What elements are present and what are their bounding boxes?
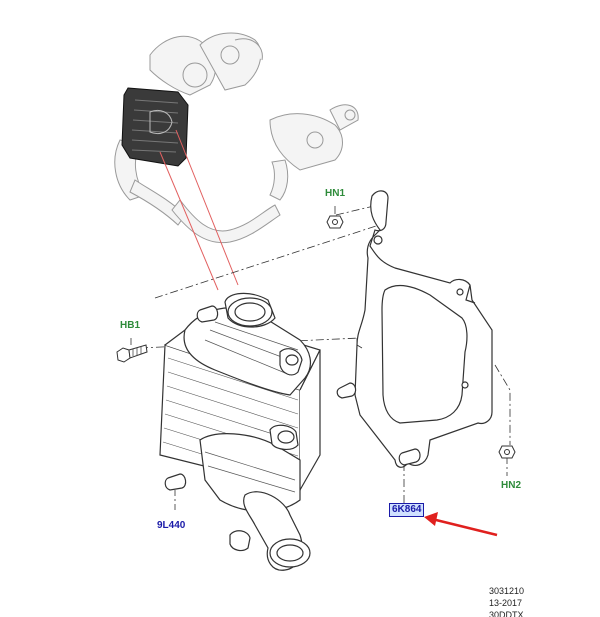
engine-context-drawing (114, 32, 359, 244)
callout-9l440[interactable]: 9L440 (157, 520, 186, 531)
callout-hn1[interactable]: HN1 (325, 188, 346, 199)
nut-hn2 (498, 445, 516, 476)
highlight-arrow (424, 512, 498, 537)
bolt-hb1 (116, 338, 148, 363)
detail-leader-lines (159, 129, 239, 291)
intercooler-assembly (159, 292, 321, 571)
mounting-bracket (336, 190, 493, 468)
callout-hn2[interactable]: HN2 (501, 480, 522, 491)
drawing-reference-line2: 13-2017 (489, 598, 523, 608)
drawing-reference-line3: 30DDTX (489, 610, 524, 617)
callout-hb1[interactable]: HB1 (120, 320, 141, 331)
callout-6k864[interactable]: 6K864 (389, 503, 425, 517)
intercooler-in-context (121, 87, 189, 167)
nut-hn1 (326, 206, 344, 229)
drawing-reference-line1: 3031210 (489, 586, 525, 596)
